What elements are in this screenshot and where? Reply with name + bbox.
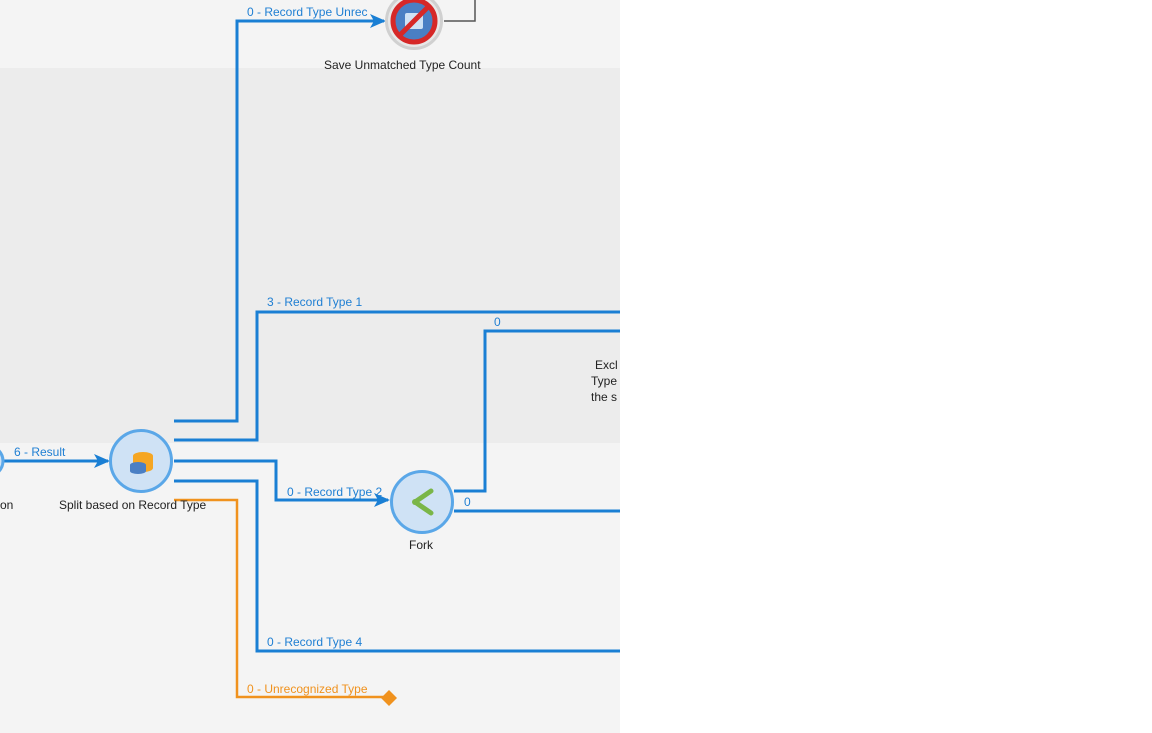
disabled-save-icon bbox=[390, 0, 438, 45]
save-unmatched-label: Save Unmatched Type Count bbox=[324, 58, 481, 72]
fork-icon bbox=[412, 488, 434, 516]
exclusion-label-line1: Excl bbox=[595, 358, 618, 372]
edge-label-unrecognized[interactable]: 0 - Unrecognized Type bbox=[247, 682, 368, 696]
wire-save-connector bbox=[444, 0, 476, 22]
wire-record-type-4 bbox=[174, 479, 620, 653]
fork-node[interactable] bbox=[390, 470, 454, 534]
workflow-wires bbox=[0, 0, 620, 706]
workflow-canvas[interactable]: Save Unmatched Type Count Split based on… bbox=[0, 0, 620, 733]
wire-record-type-1 bbox=[174, 310, 620, 442]
split-node[interactable] bbox=[109, 429, 173, 493]
partial-node-left bbox=[0, 449, 5, 473]
arrow-unrecognized-top bbox=[370, 14, 386, 28]
database-split-icon bbox=[130, 452, 153, 474]
canvas-band-top bbox=[0, 0, 620, 68]
arrow-record-type-2 bbox=[374, 493, 390, 507]
canvas-band-middle bbox=[0, 68, 620, 443]
edge-label-fork-bottom[interactable]: 0 bbox=[464, 495, 471, 509]
edge-label-unrecognized-top[interactable]: 0 - Record Type Unrec bbox=[247, 5, 368, 19]
fork-label: Fork bbox=[409, 538, 433, 552]
wire-unrecognized bbox=[174, 498, 386, 699]
arrow-result bbox=[94, 454, 110, 468]
split-label: Split based on Record Type bbox=[59, 498, 207, 512]
wire-record-type-2 bbox=[174, 459, 388, 502]
exclusion-label-line3: the s bbox=[591, 390, 618, 404]
edge-label-result[interactable]: 6 - Result bbox=[14, 445, 66, 459]
exclusion-label-line2: Type bbox=[591, 374, 618, 388]
save-unmatched-node[interactable] bbox=[385, 0, 443, 50]
edge-label-record-type-4[interactable]: 0 - Record Type 4 bbox=[267, 635, 363, 649]
canvas-band-bottom bbox=[0, 443, 620, 733]
edge-label-record-type-2[interactable]: 0 - Record Type 2 bbox=[287, 485, 383, 499]
orange-endpoint-diamond bbox=[381, 690, 397, 706]
partial-left-label: on bbox=[0, 498, 14, 512]
wire-unrecognized-top bbox=[174, 19, 384, 423]
edge-label-fork-top[interactable]: 0 bbox=[494, 315, 501, 329]
edge-label-record-type-1[interactable]: 3 - Record Type 1 bbox=[267, 295, 363, 309]
wire-fork-top bbox=[454, 329, 620, 493]
